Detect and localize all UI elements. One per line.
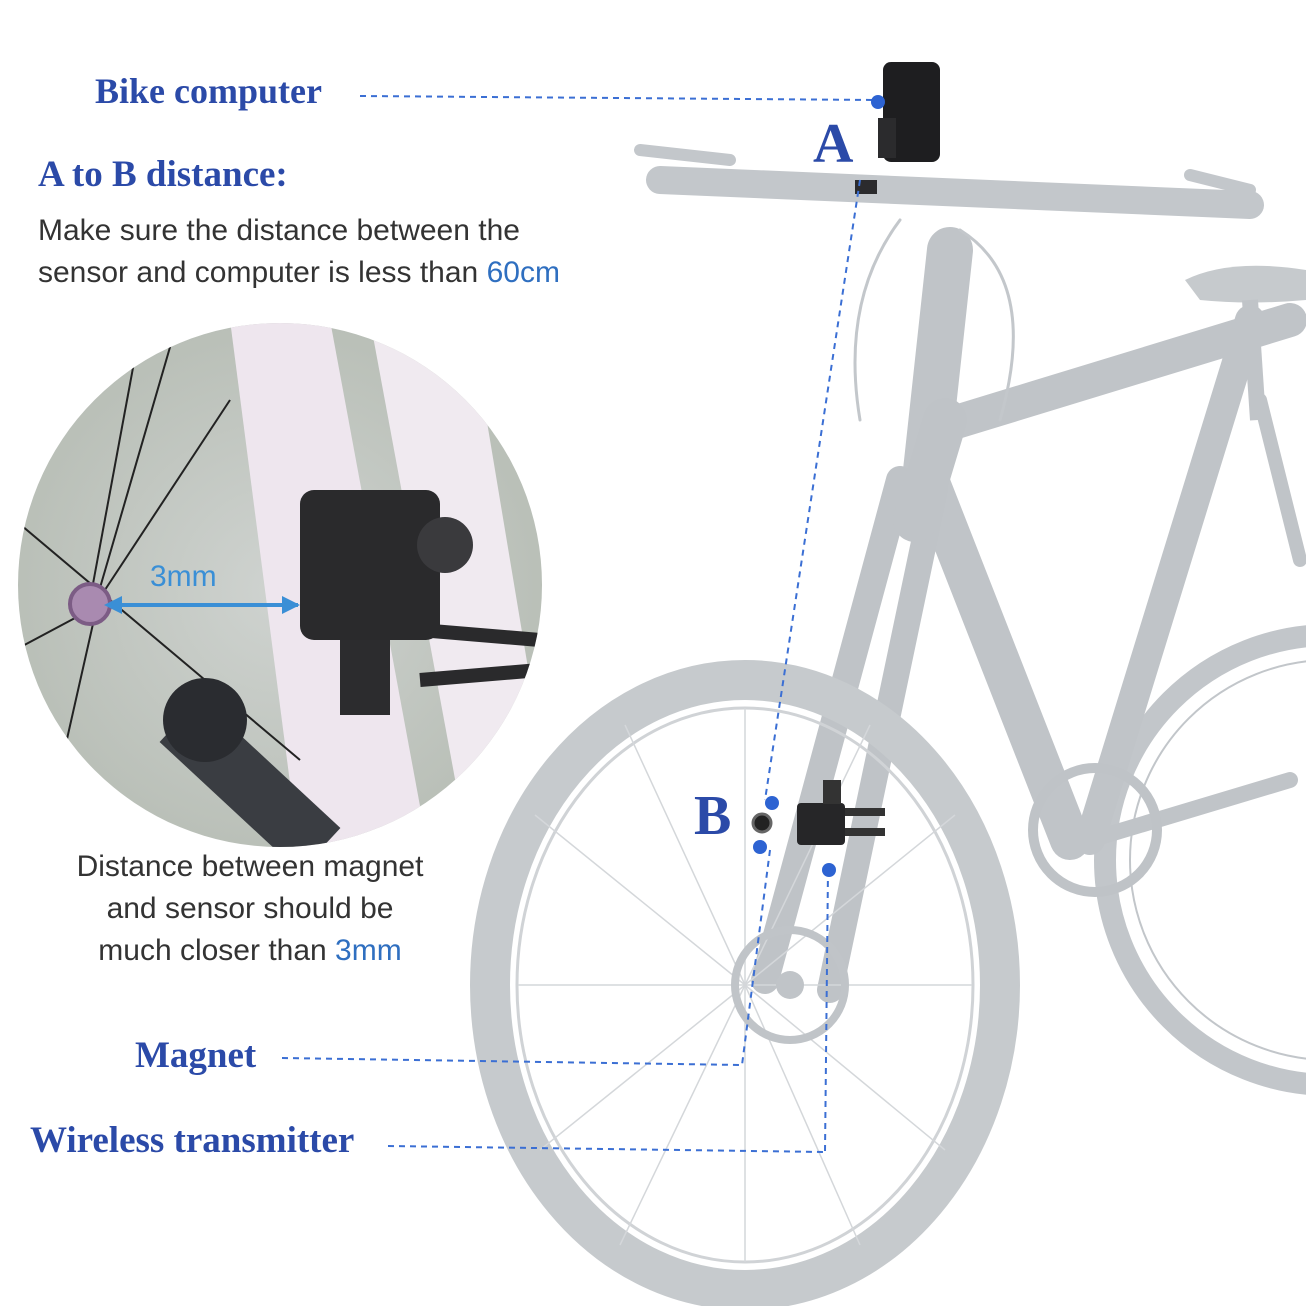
- ab-distance-description: Make sure the distance between the senso…: [38, 210, 560, 294]
- magnet-label: Magnet: [135, 1035, 257, 1076]
- wireless-transmitter-label: Wireless transmitter: [30, 1120, 355, 1161]
- rear-wheel: [1094, 625, 1306, 1095]
- chainring: [1028, 763, 1162, 897]
- saddle: [1185, 265, 1306, 303]
- wireless-transmitter-device: [797, 780, 885, 845]
- bike-computer-label: Bike computer: [95, 71, 322, 111]
- bike-frame: [902, 227, 1306, 860]
- magnet-description-line1: Distance between magnet: [76, 850, 424, 883]
- magnet-distance-value: 3mm: [335, 934, 402, 967]
- magnet-description-prefix: much closer than: [98, 934, 336, 967]
- front-wheel: [470, 660, 1020, 1306]
- ab-distance-value: 60cm: [486, 256, 560, 289]
- magnet-distance-description: Distance between magnet and sensor shoul…: [40, 846, 460, 972]
- magnet-description-line2: and sensor should be: [106, 892, 394, 925]
- handlebar: [634, 144, 1264, 422]
- point-b-marker: B: [694, 785, 732, 847]
- bike-computer-device: [855, 62, 940, 194]
- sensor-closeup-inset: [18, 323, 542, 847]
- ab-description-prefix: sensor and computer is less than: [38, 256, 487, 289]
- marker-dots: [753, 95, 885, 877]
- ab-distance-heading: A to B distance:: [38, 154, 288, 195]
- ab-description-line1: Make sure the distance between the: [38, 214, 520, 247]
- magnet-description-line3: much closer than 3mm: [40, 930, 460, 972]
- point-a-marker: A: [813, 113, 854, 175]
- magnet-device: [751, 812, 773, 834]
- ab-description-line2: sensor and computer is less than 60cm: [38, 252, 560, 294]
- leader-lines: [281, 95, 876, 1153]
- gap-distance-label: 3mm: [150, 560, 217, 593]
